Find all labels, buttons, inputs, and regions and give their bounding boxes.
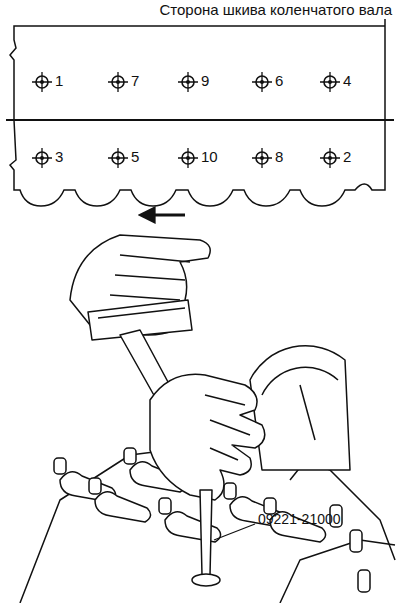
callout-number: 8 bbox=[275, 149, 283, 166]
wrench-illustration bbox=[20, 235, 395, 603]
bolt-symbol bbox=[178, 72, 198, 92]
stud bbox=[224, 483, 236, 499]
callout-number: 2 bbox=[343, 149, 351, 166]
bolt-symbol bbox=[252, 148, 272, 168]
callout-number: 5 bbox=[131, 149, 139, 166]
bolt-symbol bbox=[108, 72, 128, 92]
bolt-symbols bbox=[32, 72, 340, 168]
callout-number: 6 bbox=[275, 73, 283, 90]
callout-number: 9 bbox=[201, 73, 209, 90]
callout-number: 7 bbox=[131, 73, 139, 90]
rocker-arm bbox=[95, 492, 151, 522]
callout-number: 10 bbox=[201, 149, 218, 166]
bolt-symbol bbox=[32, 148, 52, 168]
stud bbox=[159, 498, 171, 514]
side-label: Сторона шкива коленчатого вала bbox=[157, 2, 392, 19]
part-number: 09221-21000 bbox=[258, 512, 341, 527]
bolt-symbol bbox=[32, 72, 52, 92]
bolt-symbol bbox=[252, 72, 272, 92]
bolt-symbol bbox=[178, 148, 198, 168]
bolt-symbol bbox=[108, 148, 128, 168]
callout-number: 3 bbox=[55, 149, 63, 166]
cylinder-head-outline bbox=[6, 4, 394, 206]
bolt-symbol bbox=[320, 148, 340, 168]
callout-number: 1 bbox=[55, 73, 63, 90]
stud bbox=[54, 458, 66, 474]
leader-line bbox=[214, 524, 255, 540]
stud bbox=[89, 478, 101, 494]
bolt-symbol bbox=[320, 72, 340, 92]
callout-number: 4 bbox=[343, 73, 351, 90]
rocker-arm bbox=[165, 512, 221, 542]
direction-arrow bbox=[152, 214, 185, 217]
stud bbox=[124, 448, 136, 464]
